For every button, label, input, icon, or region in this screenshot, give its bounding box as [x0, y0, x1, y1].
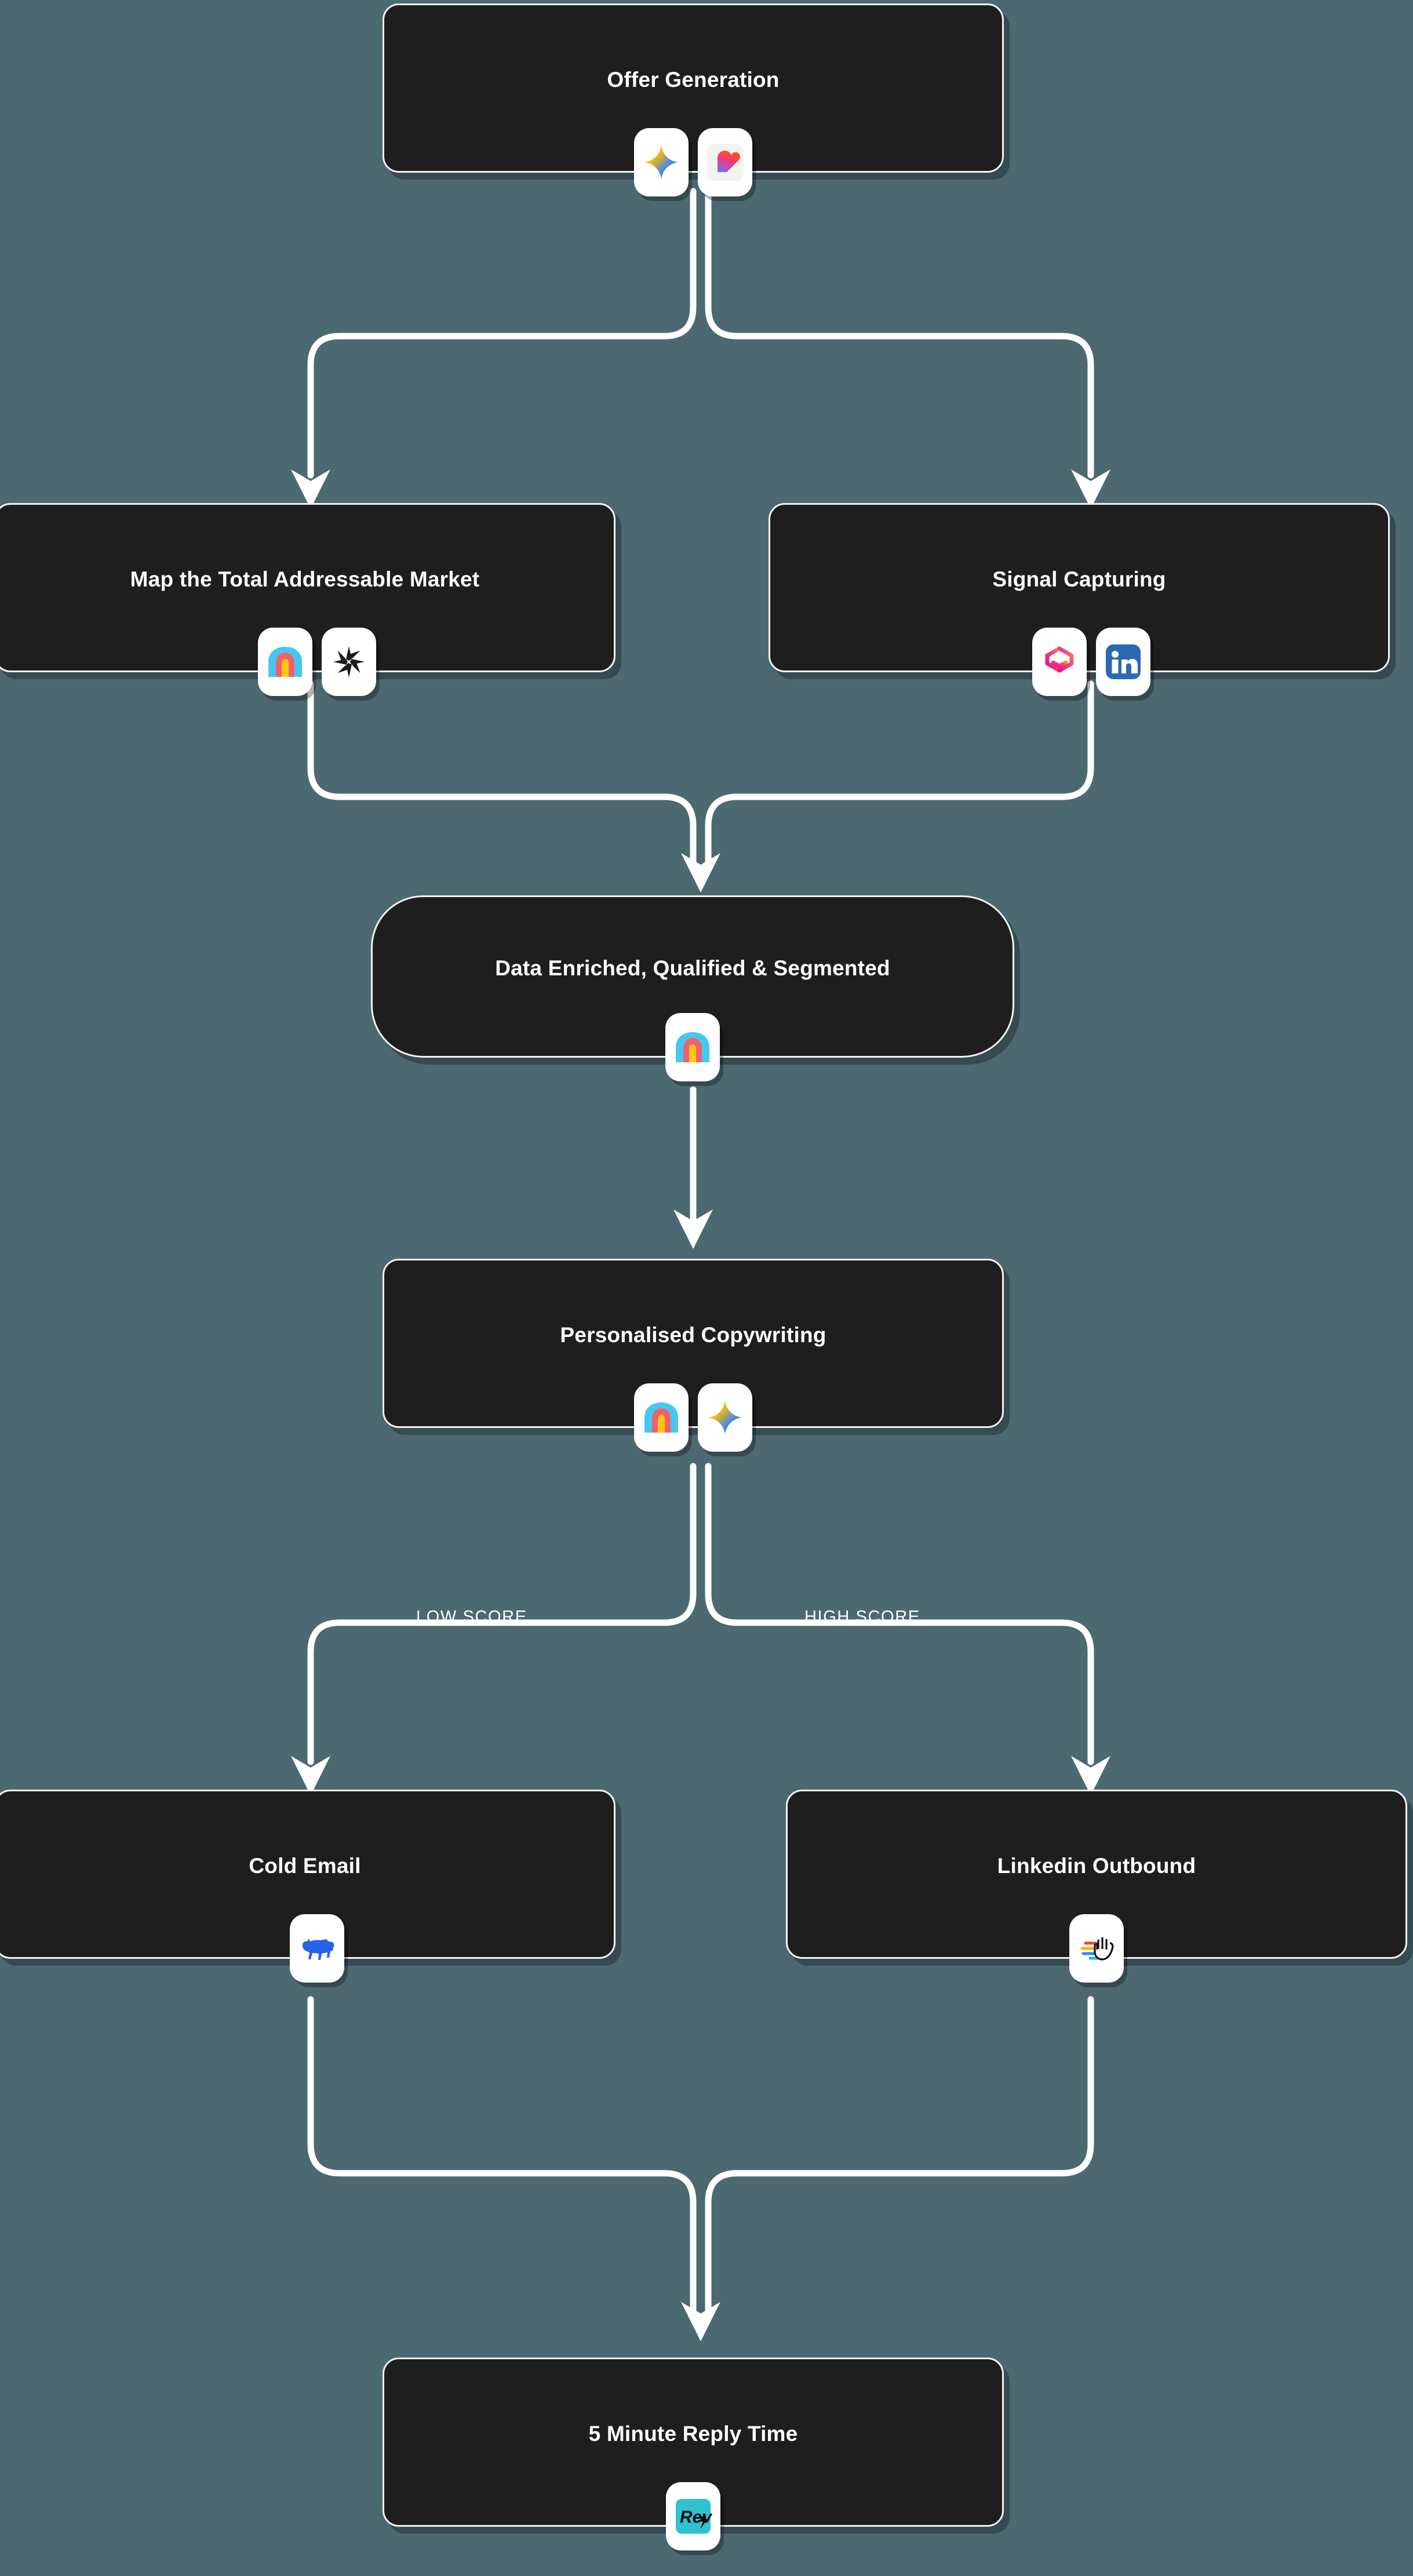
clay-icon[interactable]: [258, 628, 313, 696]
node-data-enriched[interactable]: Data Enriched, Qualified & Segmented: [371, 895, 1014, 1081]
node-cold-email[interactable]: Cold Email: [0, 1790, 616, 1983]
node-label-personalised-copywriting: Personalised Copywriting: [560, 1322, 826, 1347]
edge-linkedin-to-reply: [705, 1996, 1094, 2316]
node-label-signal-capturing: Signal Capturing: [992, 567, 1166, 591]
edge-offer-to-branch: [307, 188, 697, 479]
node-personalised-copywriting[interactable]: Personalised Copywriting: [383, 1259, 1004, 1452]
heyreach-wave-icon[interactable]: [1069, 1914, 1124, 1983]
edge-map-to-merge: [307, 680, 697, 873]
clay-icon[interactable]: [634, 1383, 689, 1452]
lovable-icon[interactable]: [698, 128, 752, 196]
icon-chip-group-map-tam: [258, 628, 377, 696]
edge-label-high-score: HIGH SCORE: [804, 1608, 920, 1626]
node-label-reply-time: 5 Minute Reply Time: [588, 2421, 798, 2446]
icon-chip-group-personalised-copywriting: [634, 1383, 752, 1452]
clay-icon[interactable]: [665, 1013, 720, 1081]
edge-cold-email-to-reply: [307, 1996, 697, 2316]
node-label-linkedin-outbound: Linkedin Outbound: [997, 1853, 1196, 1878]
edge-signal-to-merge: [705, 680, 1094, 873]
node-label-cold-email: Cold Email: [249, 1853, 361, 1878]
arrowhead-to-data-enriched: [681, 853, 720, 892]
node-label-map-tam: Map the Total Addressable Market: [130, 567, 480, 591]
icon-chip-group-cold-email: [290, 1914, 345, 1983]
icon-chip-group-data-enriched: [665, 1013, 720, 1081]
gemini-icon[interactable]: [698, 1383, 752, 1452]
icon-chip-group-signal-capturing: [1032, 628, 1151, 696]
gemini-icon[interactable]: [634, 128, 689, 196]
node-offer-generation[interactable]: Offer Generation: [383, 3, 1004, 196]
linkedin-icon[interactable]: [1096, 628, 1151, 696]
icon-chip-group-reply-time: Rev: [666, 2482, 720, 2551]
smartlead-bison-icon[interactable]: [290, 1914, 345, 1983]
edge-offer-to-signal: [705, 188, 1094, 479]
node-reply-time[interactable]: 5 Minute Reply Time Rev: [383, 2358, 1004, 2551]
arrowhead-to-copywriting: [673, 1209, 713, 1249]
node-signal-capturing[interactable]: Signal Capturing: [769, 503, 1390, 696]
node-label-data-enriched: Data Enriched, Qualified & Segmented: [495, 956, 890, 980]
node-linkedin-outbound[interactable]: Linkedin Outbound: [786, 1790, 1407, 1983]
trigify-icon[interactable]: [1032, 628, 1087, 696]
arrowhead-to-reply-time: [681, 2302, 720, 2341]
edge-label-low-score: LOW SCORE: [416, 1608, 527, 1626]
rev-icon[interactable]: Rev: [666, 2482, 720, 2551]
icon-chip-group-offer-generation: [634, 128, 752, 196]
apollo-icon[interactable]: [322, 628, 377, 696]
icon-chip-group-linkedin-outbound: [1069, 1914, 1124, 1983]
svg-text:Rev: Rev: [680, 2508, 713, 2527]
node-label-offer-generation: Offer Generation: [607, 67, 780, 92]
node-map-tam[interactable]: Map the Total Addressable Market: [0, 503, 616, 696]
